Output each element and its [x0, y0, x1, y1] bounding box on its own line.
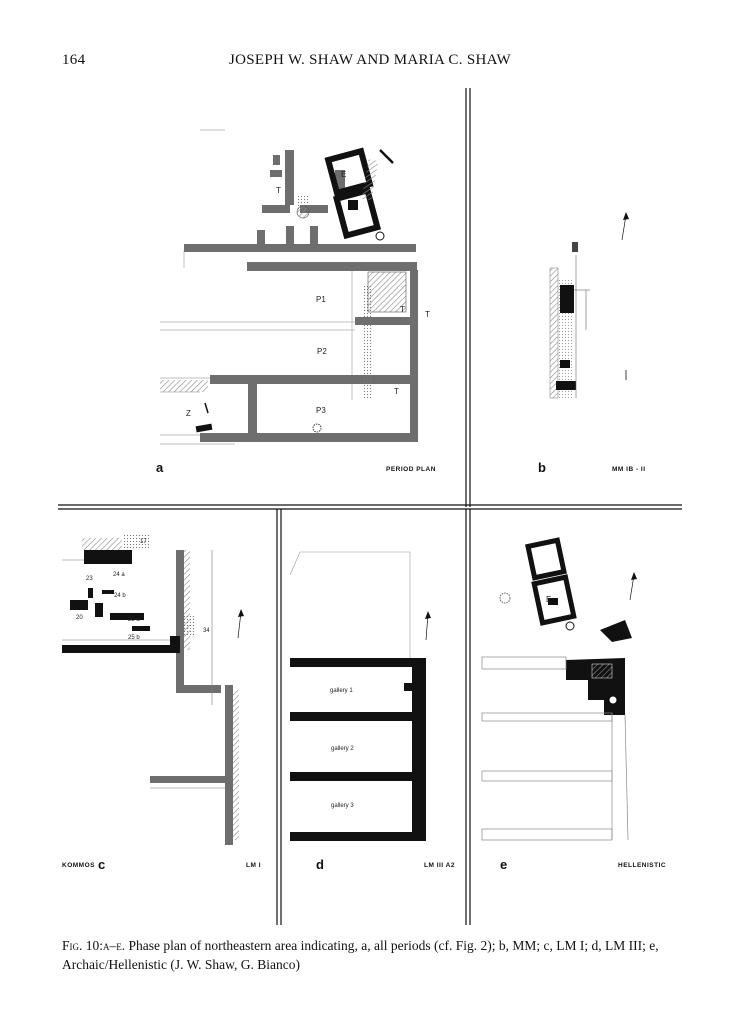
label-d-gallery2: gallery 2 [331, 746, 354, 752]
label-a-z: Z [186, 409, 191, 418]
panel-b-letter: b [538, 460, 546, 475]
label-c-34: 34 [203, 628, 210, 634]
label-a-p3: P3 [316, 406, 326, 415]
label-a-t2: T [400, 305, 405, 314]
label-c-20: 20 [76, 615, 83, 621]
panel-a-title: PERIOD PLAN [386, 466, 436, 473]
label-a-t3: T [425, 310, 430, 319]
label-c-24b: 24 b [114, 593, 126, 599]
label-a-t4: T [394, 387, 399, 396]
panel-c-plan: 17 23 24 a 24 b 20 25 a 25 b 34 KOMMOS c… [62, 534, 261, 872]
label-c-17: 17 [140, 539, 147, 545]
panel-e-letter: e [500, 857, 507, 872]
panel-e-title: HELLENISTIC [618, 862, 666, 869]
label-c-24a: 24 a [113, 572, 125, 578]
panel-c-site: KOMMOS [62, 862, 95, 869]
label-a-p1: P1 [316, 295, 326, 304]
label-a-p2: P2 [317, 347, 327, 356]
panel-b-title: MM IB - II [612, 466, 646, 473]
label-c-23: 23 [86, 576, 93, 582]
panel-b-plan: b MM IB - II [538, 212, 646, 475]
caption-text: Phase plan of northeastern area indicati… [62, 938, 659, 972]
label-d-gallery1: gallery 1 [330, 688, 353, 694]
panel-a-plan: E T T T T P1 P2 P3 Z a PERIOD PLAN [156, 129, 436, 475]
panel-d-plan: gallery 1 gallery 2 gallery 3 d LM III A… [289, 551, 455, 872]
panel-d-letter: d [316, 857, 324, 872]
label-a-t1: T [276, 186, 281, 195]
label-c-25b: 25 b [128, 635, 140, 641]
running-title: JOSEPH W. SHAW AND MARIA C. SHAW [229, 52, 511, 68]
label-a-e: E [341, 170, 346, 179]
figure-caption: Fig. 10:a–e. Phase plan of northeastern … [62, 936, 690, 974]
panel-e-plan: E e HELLENISTIC [481, 537, 666, 872]
caption-lead: Fig. 10:a–e. [62, 938, 126, 953]
panel-a-letter: a [156, 460, 164, 475]
page-number: 164 [62, 52, 86, 68]
label-c-25a: 25 a [128, 617, 140, 623]
panel-borders [58, 88, 682, 925]
label-d-gallery3: gallery 3 [331, 803, 354, 809]
panel-c-letter: c [98, 857, 105, 872]
panel-c-title: LM I [246, 862, 261, 869]
panel-d-title: LM III A2 [424, 862, 455, 869]
label-e-e: E [546, 595, 551, 604]
